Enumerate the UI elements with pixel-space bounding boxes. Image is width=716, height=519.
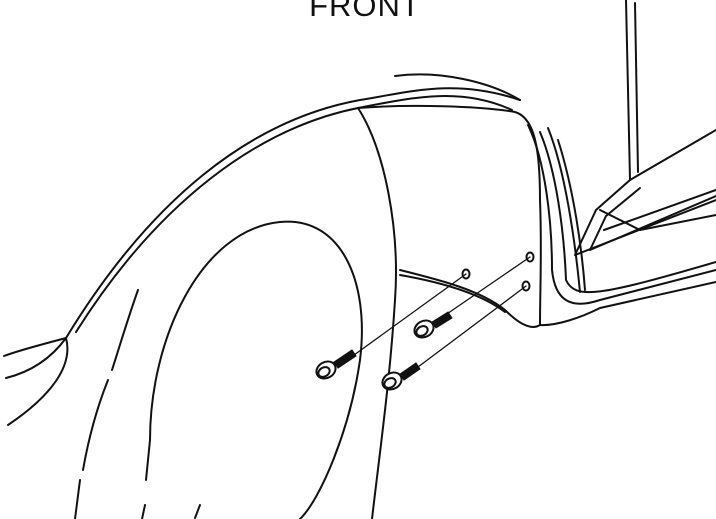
mounting-hole-3: [521, 280, 531, 292]
body-side-lines: [527, 0, 716, 327]
mudguard-panel: [357, 104, 542, 519]
screw-icon: [315, 349, 357, 380]
mounting-hole-1: [461, 268, 471, 280]
alignment-lines: [342, 256, 531, 374]
screw-icon: [413, 311, 453, 339]
fender-outline: [3, 73, 521, 426]
tire: [74, 220, 363, 519]
mounting-holes: [461, 251, 535, 292]
direction-label-front: FRONT: [309, 0, 421, 23]
mounting-hole-2: [525, 251, 535, 263]
screw-icon: [381, 362, 421, 391]
